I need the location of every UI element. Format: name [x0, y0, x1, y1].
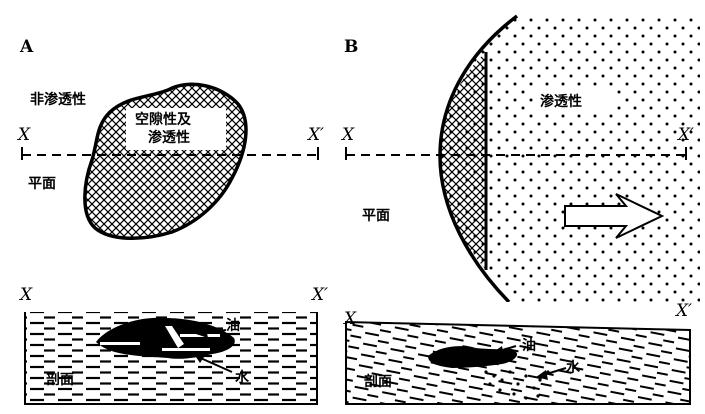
panel-b-letter: B: [344, 37, 358, 57]
plan-x-right-b: X′: [676, 125, 694, 145]
porous-label-background: [126, 108, 226, 150]
permeable-region: [440, 16, 700, 302]
plan-label-a: 平面: [28, 176, 56, 192]
oil-gap-a: [165, 326, 184, 348]
section-label-a: 剖面: [46, 371, 74, 388]
porous-label-line1: 空隙性及: [135, 111, 192, 128]
oil-streak-3: [180, 334, 220, 337]
oil-label-a: 油: [226, 317, 240, 334]
water-dot-cluster-b: [484, 370, 550, 400]
water-arrowhead-b: [536, 370, 548, 380]
plan-x-left-b: X: [340, 125, 355, 145]
panel-a-letter: A: [19, 37, 34, 57]
plan-label-b: 平面: [362, 208, 390, 224]
section-box-b-fill: [346, 322, 690, 404]
impermeable-label: 非渗透性: [30, 91, 86, 108]
flow-direction-arrow: [564, 193, 665, 239]
oil-arrowhead-b: [492, 346, 504, 356]
section-box-a: [24, 312, 318, 405]
plan-x-right-a: X′: [306, 125, 324, 145]
oil-arrowhead-a: [196, 328, 208, 338]
section-x-left-a: X: [18, 285, 33, 305]
water-label-a: 水: [235, 369, 250, 386]
section-x-right-b: X′: [674, 301, 692, 321]
permeable-label: 渗透性: [540, 93, 582, 110]
porous-reservoir-blob: [83, 82, 248, 240]
section-label-b: 剖面: [364, 373, 392, 390]
section-x-right-a: X′: [310, 285, 328, 305]
water-arrowhead-a: [194, 354, 206, 363]
plan-x-left-a: X: [16, 125, 31, 145]
permeable-label-background: [535, 88, 617, 112]
porous-label-line2: 渗透性: [148, 129, 190, 146]
oil-streak-1: [100, 342, 140, 345]
oil-label-b: 油: [522, 337, 536, 354]
section-box-b: [345, 320, 691, 405]
oil-streak-2: [162, 348, 210, 351]
water-label-b: 水: [566, 359, 581, 376]
porous-crescent: [440, 52, 486, 270]
